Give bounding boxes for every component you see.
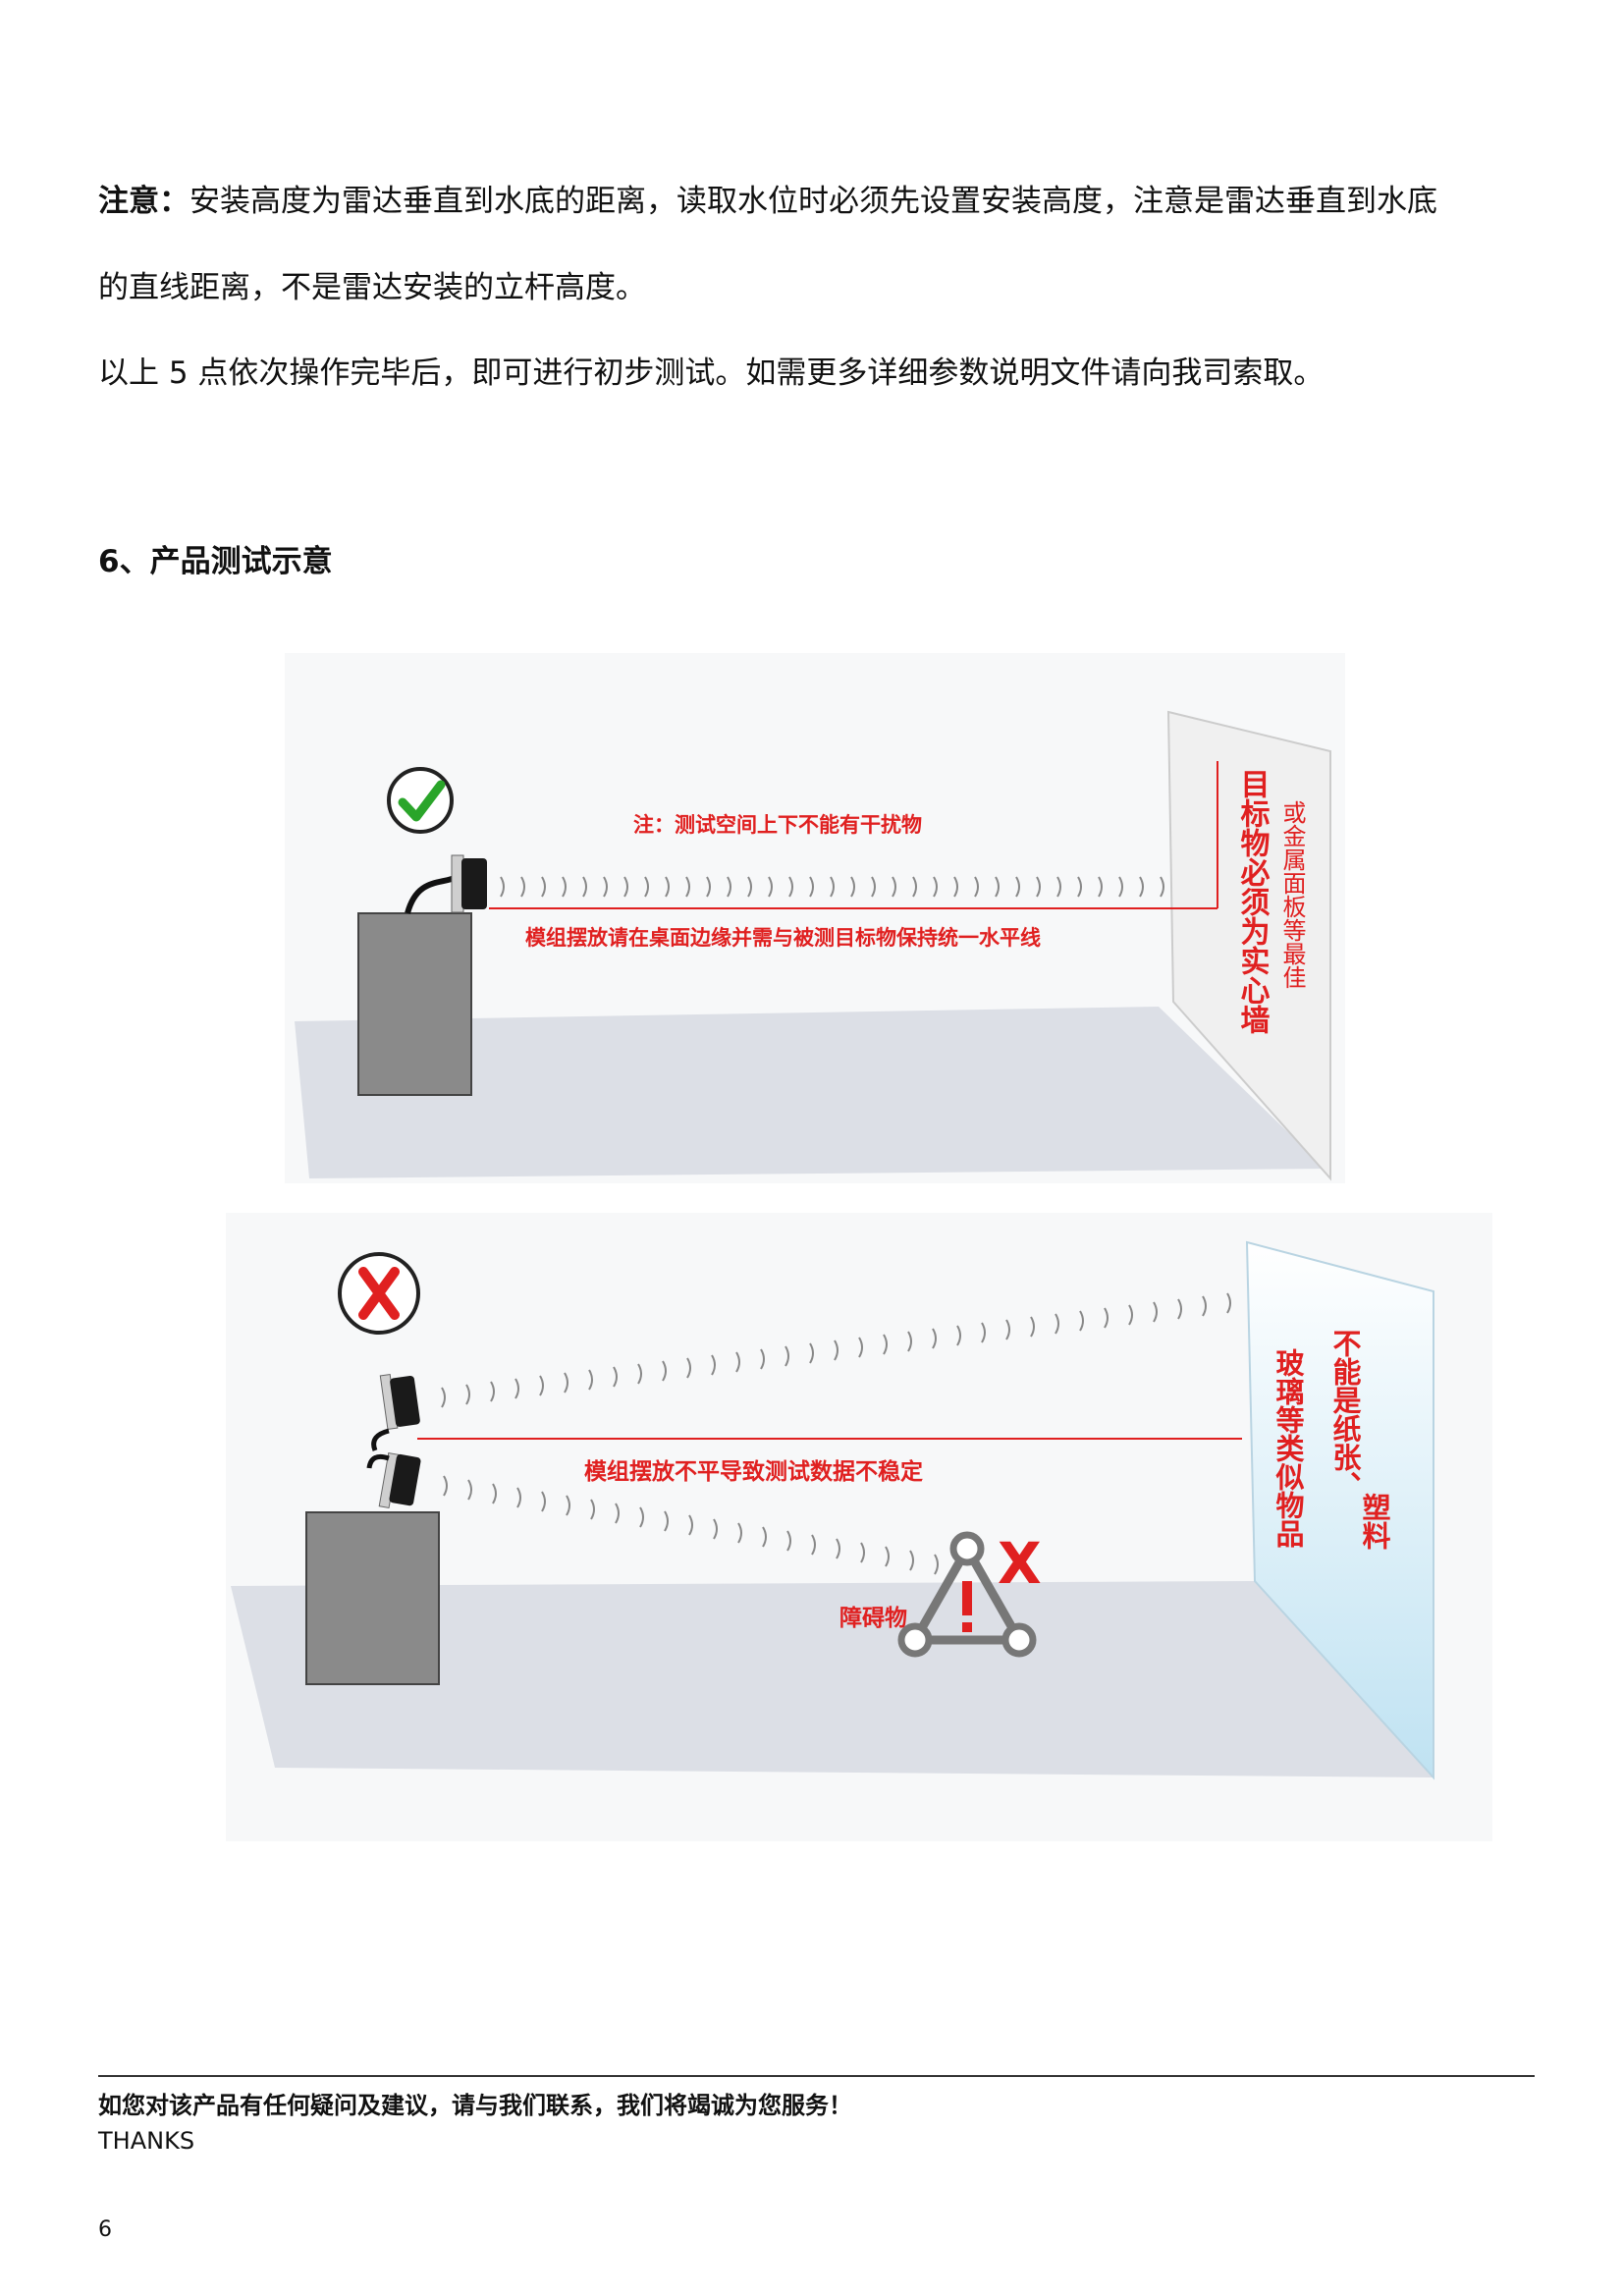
wall-alternative: 或金属面板等最佳 [1278,800,1306,989]
notice-label: 注意： [98,184,189,219]
obstacle-label: 障碍物 [839,1605,907,1631]
test-space-note: 注：测试空间上下不能有干扰物 [633,813,922,837]
notice-line-2: 的直线距离，不是雷达安装的立杆高度。 [98,270,646,305]
table-box [357,912,472,1096]
signal-waves-up [441,1292,1231,1408]
radar-module [405,854,487,914]
test-diagram: 注：测试空间上下不能有干扰物 模组摆放请在桌面边缘并需与被测目标物保持统一水平线… [216,653,1492,1871]
floor [231,1581,1434,1777]
glass-wall [1245,1240,1434,1780]
wall-forbidden-3: 塑料 [1358,1493,1391,1550]
radar-module-tilted-up [371,1374,420,1451]
obstacle-warning-icon [897,1531,1037,1658]
unstable-placement-note: 模组摆放不平导致测试数据不稳定 [584,1458,923,1485]
section-title: 6、产品测试示意 [98,544,333,579]
target-wall [1166,710,1331,1181]
top-panel: 注：测试空间上下不能有干扰物 模组摆放请在桌面边缘并需与被测目标物保持统一水平线… [285,653,1345,1183]
wall-forbidden-1: 不能是纸张、 [1328,1329,1362,1500]
check-icon [387,767,454,834]
bottom-panel: 模组摆放不平导致测试数据不稳定 X 障碍物 不能是纸张、 玻璃等类似物品 塑料 [226,1213,1492,1841]
obstacle-cross-mark: X [998,1530,1042,1597]
wall-forbidden-2: 玻璃等类似物品 [1271,1348,1306,1548]
footer-thanks: THANKS [98,2127,195,2155]
notice-text-1: 安装高度为雷达垂直到水底的距离，读取水位时必须先设置安装高度，注意是雷达垂直到水… [189,184,1437,219]
floor [295,1007,1325,1178]
radar-module-tilted-down [366,1451,421,1509]
notice-line-1: 注意：安装高度为雷达垂直到水底的距离，读取水位时必须先设置安装高度，注意是雷达垂… [98,181,1437,222]
summary-text: 以上 5 点依次操作完毕后，即可进行初步测试。如需更多详细参数说明文件请向我司索… [98,355,1325,391]
cross-icon [338,1252,420,1335]
signal-waves-down [443,1475,939,1575]
wall-requirement: 目标物必须为实心墙 [1235,769,1271,1034]
placement-instruction: 模组摆放请在桌面边缘并需与被测目标物保持统一水平线 [525,926,1041,950]
table-box [305,1511,440,1685]
footer-message: 如您对该产品有任何疑问及建议，请与我们联系，我们将竭诚为您服务！ [98,2092,852,2119]
footer-divider [98,2075,1535,2077]
signal-waves [500,876,1164,898]
page-number: 6 [98,2217,112,2242]
